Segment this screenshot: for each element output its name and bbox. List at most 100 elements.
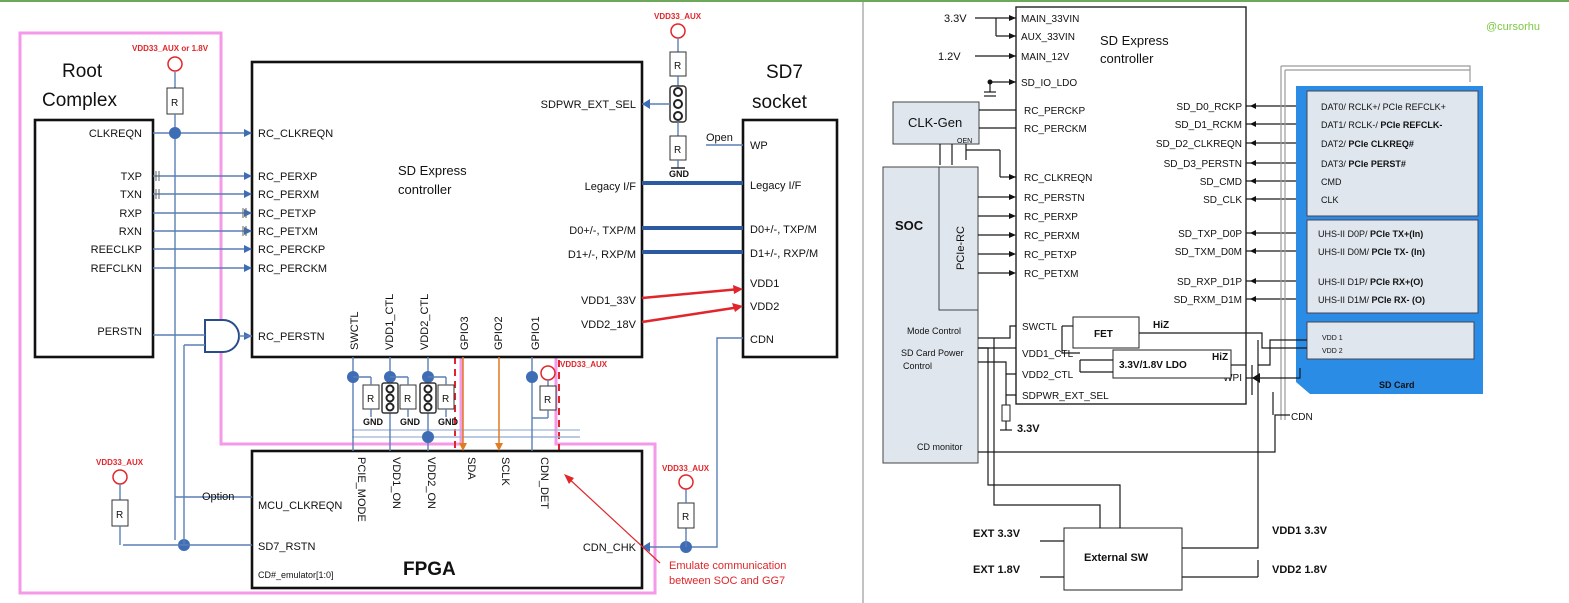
right-ctrl-pin-rc_perckp: RC_PERCKP (1024, 106, 1085, 117)
ldo-title: 3.3V/1.8V LDO (1119, 360, 1187, 371)
right-ctrl-pin-rc_perckm: RC_PERCKM (1024, 124, 1087, 135)
right-controller-title-2: controller (1100, 51, 1154, 66)
soc-title: SOC (895, 218, 924, 233)
fpga-left-rail-symbol (112, 469, 128, 485)
ctrl-pin-rc_perstn: RC_PERSTN (258, 331, 325, 343)
fpga-top-pin-sda: SDA (465, 457, 477, 480)
rc-pin-rxn: RXN (119, 226, 142, 238)
rc-pin-refclkn: REFCLKN (91, 263, 142, 275)
annotation-arrow (565, 475, 661, 564)
soc-cd-monitor: CD monitor (917, 442, 963, 452)
soc-power-control-1: SD Card Power (901, 348, 964, 358)
ldo-hiz: HiZ (1212, 352, 1228, 363)
fpga-top-pin-cdn_det: CDN_DET (538, 457, 550, 509)
fet-hiz: HiZ (1153, 320, 1169, 331)
sd-card-pin-g1-3: DAT3/ PCIe PERST# (1321, 159, 1406, 169)
ctrl-right-resistor-bottom-label: R (674, 145, 681, 156)
ctrl-pin-rc_petxp: RC_PETXP (258, 208, 316, 220)
fpga-top-pin-pcie_mode: PCIE_MODE (355, 457, 367, 522)
controller-title-2: controller (398, 182, 452, 197)
soc-mode-control: Mode Control (907, 326, 961, 336)
right-ctrl-rpin-sd_d0_rckp: SD_D0_RCKP (1176, 102, 1242, 113)
sd-card-pin-g3-1: VDD 2 (1322, 348, 1343, 355)
ctrl-right-rail-symbol (670, 23, 686, 39)
socket-pin-6: CDN (750, 334, 774, 346)
right-ctrl-rpin-sd_txm_d0m: SD_TXM_D0M (1175, 247, 1242, 258)
right-ctrl-pin-sdpwr_ext_sel: SDPWR_EXT_SEL (1022, 391, 1109, 402)
sd-express-controller-block (250, 60, 644, 359)
gpio-resistor-label: R (544, 395, 551, 406)
supply-3v3: 3.3V (944, 13, 967, 25)
power-pin-main_33vin: MAIN_33VIN (1021, 14, 1079, 25)
right-ctrl-rpin-sd_d3_perstn: SD_D3_PERSTN (1164, 159, 1242, 170)
ctrl-pin-rc_perxm: RC_PERXM (258, 189, 319, 201)
right-ctrl-pin-rc_clkreqn: RC_CLKREQN (1024, 173, 1092, 184)
fet-block (1072, 316, 1140, 349)
fpga-left-rail-label: VDD33_AUX (96, 458, 144, 467)
vdd2-power-line (641, 305, 741, 324)
ctrl-right-pin-3: D1+/-, RXP/M (568, 249, 636, 261)
ctrl-right-pin-0: SDPWR_EXT_SEL (541, 99, 636, 111)
right-ctrl-rpin-sd_d1_rckm: SD_D1_RCKM (1175, 120, 1242, 131)
right-ctrl-rpin-sd_clk: SD_CLK (1203, 195, 1242, 206)
svg-text:GND: GND (400, 417, 421, 427)
ctrl-bottom-pin-gpio1: GPIO1 (530, 316, 542, 350)
right-ctrl-rpin-sd_cmd: SD_CMD (1200, 177, 1242, 188)
pcie-rc-block (938, 166, 979, 311)
ctrl-bottom-pin-vdd2_ctl: VDD2_CTL (419, 294, 431, 350)
right-ctrl-rpin-sd_rxm_d1m: SD_RXM_D1M (1174, 295, 1242, 306)
right-schematic: @cursorhu SD Express controller MAIN_33V… (882, 6, 1540, 591)
sd-card-pin-g1-1: DAT1/ RCLK-/ PCIe REFCLK- (1321, 120, 1442, 130)
vdd2-out-label: VDD2 1.8V (1272, 564, 1328, 576)
rc-pin-rxp: RXP (119, 208, 142, 220)
right-ctrl-pin-rc_perxm: RC_PERXM (1024, 231, 1080, 242)
fet-title: FET (1094, 329, 1113, 340)
external-sw-block (1063, 527, 1183, 591)
ctrl-right-pin-2: D0+/-, TXP/M (569, 225, 636, 237)
controller-title-1: SD Express (398, 163, 467, 178)
root-complex-title-1: Root (62, 61, 103, 82)
wp-open-label: Open (706, 132, 733, 144)
ctrl-pin-rc_petxm: RC_PETXM (258, 226, 318, 238)
ldo-block (1112, 349, 1232, 379)
right-ctrl-rpin-wpi: WPI (1223, 373, 1242, 384)
sd-card-pin-g1-5: CLK (1321, 195, 1339, 205)
fpga-pin-sd7-rstn: SD7_RSTN (258, 541, 316, 553)
vdd2-arrowhead (732, 303, 743, 312)
controller-left-pins: RC_CLKREQNRC_PERXPRC_PERXMRC_PETXPRC_PET… (258, 128, 333, 343)
sd-card-group3 (1306, 321, 1475, 360)
right-ctrl-pin-vdd1_ctl: VDD1_CTL (1022, 349, 1074, 360)
gpio-rail-label: VDD33_AUX (560, 360, 608, 369)
svg-text:R: R (404, 394, 411, 405)
fpga-bottom-note: CD#_emulator[1:0] (258, 570, 334, 580)
right-controller-left-pins: RC_PERCKP RC_PERCKM RC_CLKREQN RC_PERSTN RC_… (1022, 106, 1109, 402)
root-complex-title-2: Complex (42, 90, 117, 111)
right-ctrl-rpin-sd_txp_d0p: SD_TXP_D0P (1178, 229, 1242, 240)
ext-1v8-label: EXT 1.8V (973, 564, 1021, 576)
sd-card-group2 (1306, 219, 1479, 314)
sd-card-pin-g1-0: DAT0/ RCLK+/ PCIe REFCLK+ (1321, 102, 1446, 112)
vdd1-power-line (641, 287, 741, 300)
rc-pin-reeclkp: REECLKP (91, 244, 142, 256)
option-label: Option (202, 491, 234, 503)
right-ctrl-pin-rc_perstn: RC_PERSTN (1024, 193, 1085, 204)
right-ctrl-rpin-sd_d2_clkreqn: SD_D2_CLKREQN (1156, 139, 1242, 150)
pullup-resistor-label: R (171, 98, 178, 109)
socket-pin-3: D1+/-, RXP/M (750, 248, 818, 260)
sd-card-pin-g2-1: UHS-II D0M/ PCIe TX- (In) (1318, 247, 1425, 257)
junction-dot (169, 127, 181, 139)
right-ctrl-pin-rc_petxp: RC_PETXP (1024, 250, 1077, 261)
jumper-header (669, 85, 687, 123)
fpga-title: FPGA (403, 559, 456, 580)
socket-pin-1: Legacy I/F (750, 180, 802, 192)
fpga-right-rail-label: VDD33_AUX (662, 464, 710, 473)
sd-card-pin-g1-4: CMD (1321, 177, 1342, 187)
gpio-rail-symbol (540, 365, 556, 381)
annotation-line-2: between SOC and GG7 (669, 575, 785, 587)
and-gate (204, 319, 240, 353)
sd-card-pin-g2-3: UHS-II D1M/ PCIe RX- (O) (1318, 295, 1425, 305)
